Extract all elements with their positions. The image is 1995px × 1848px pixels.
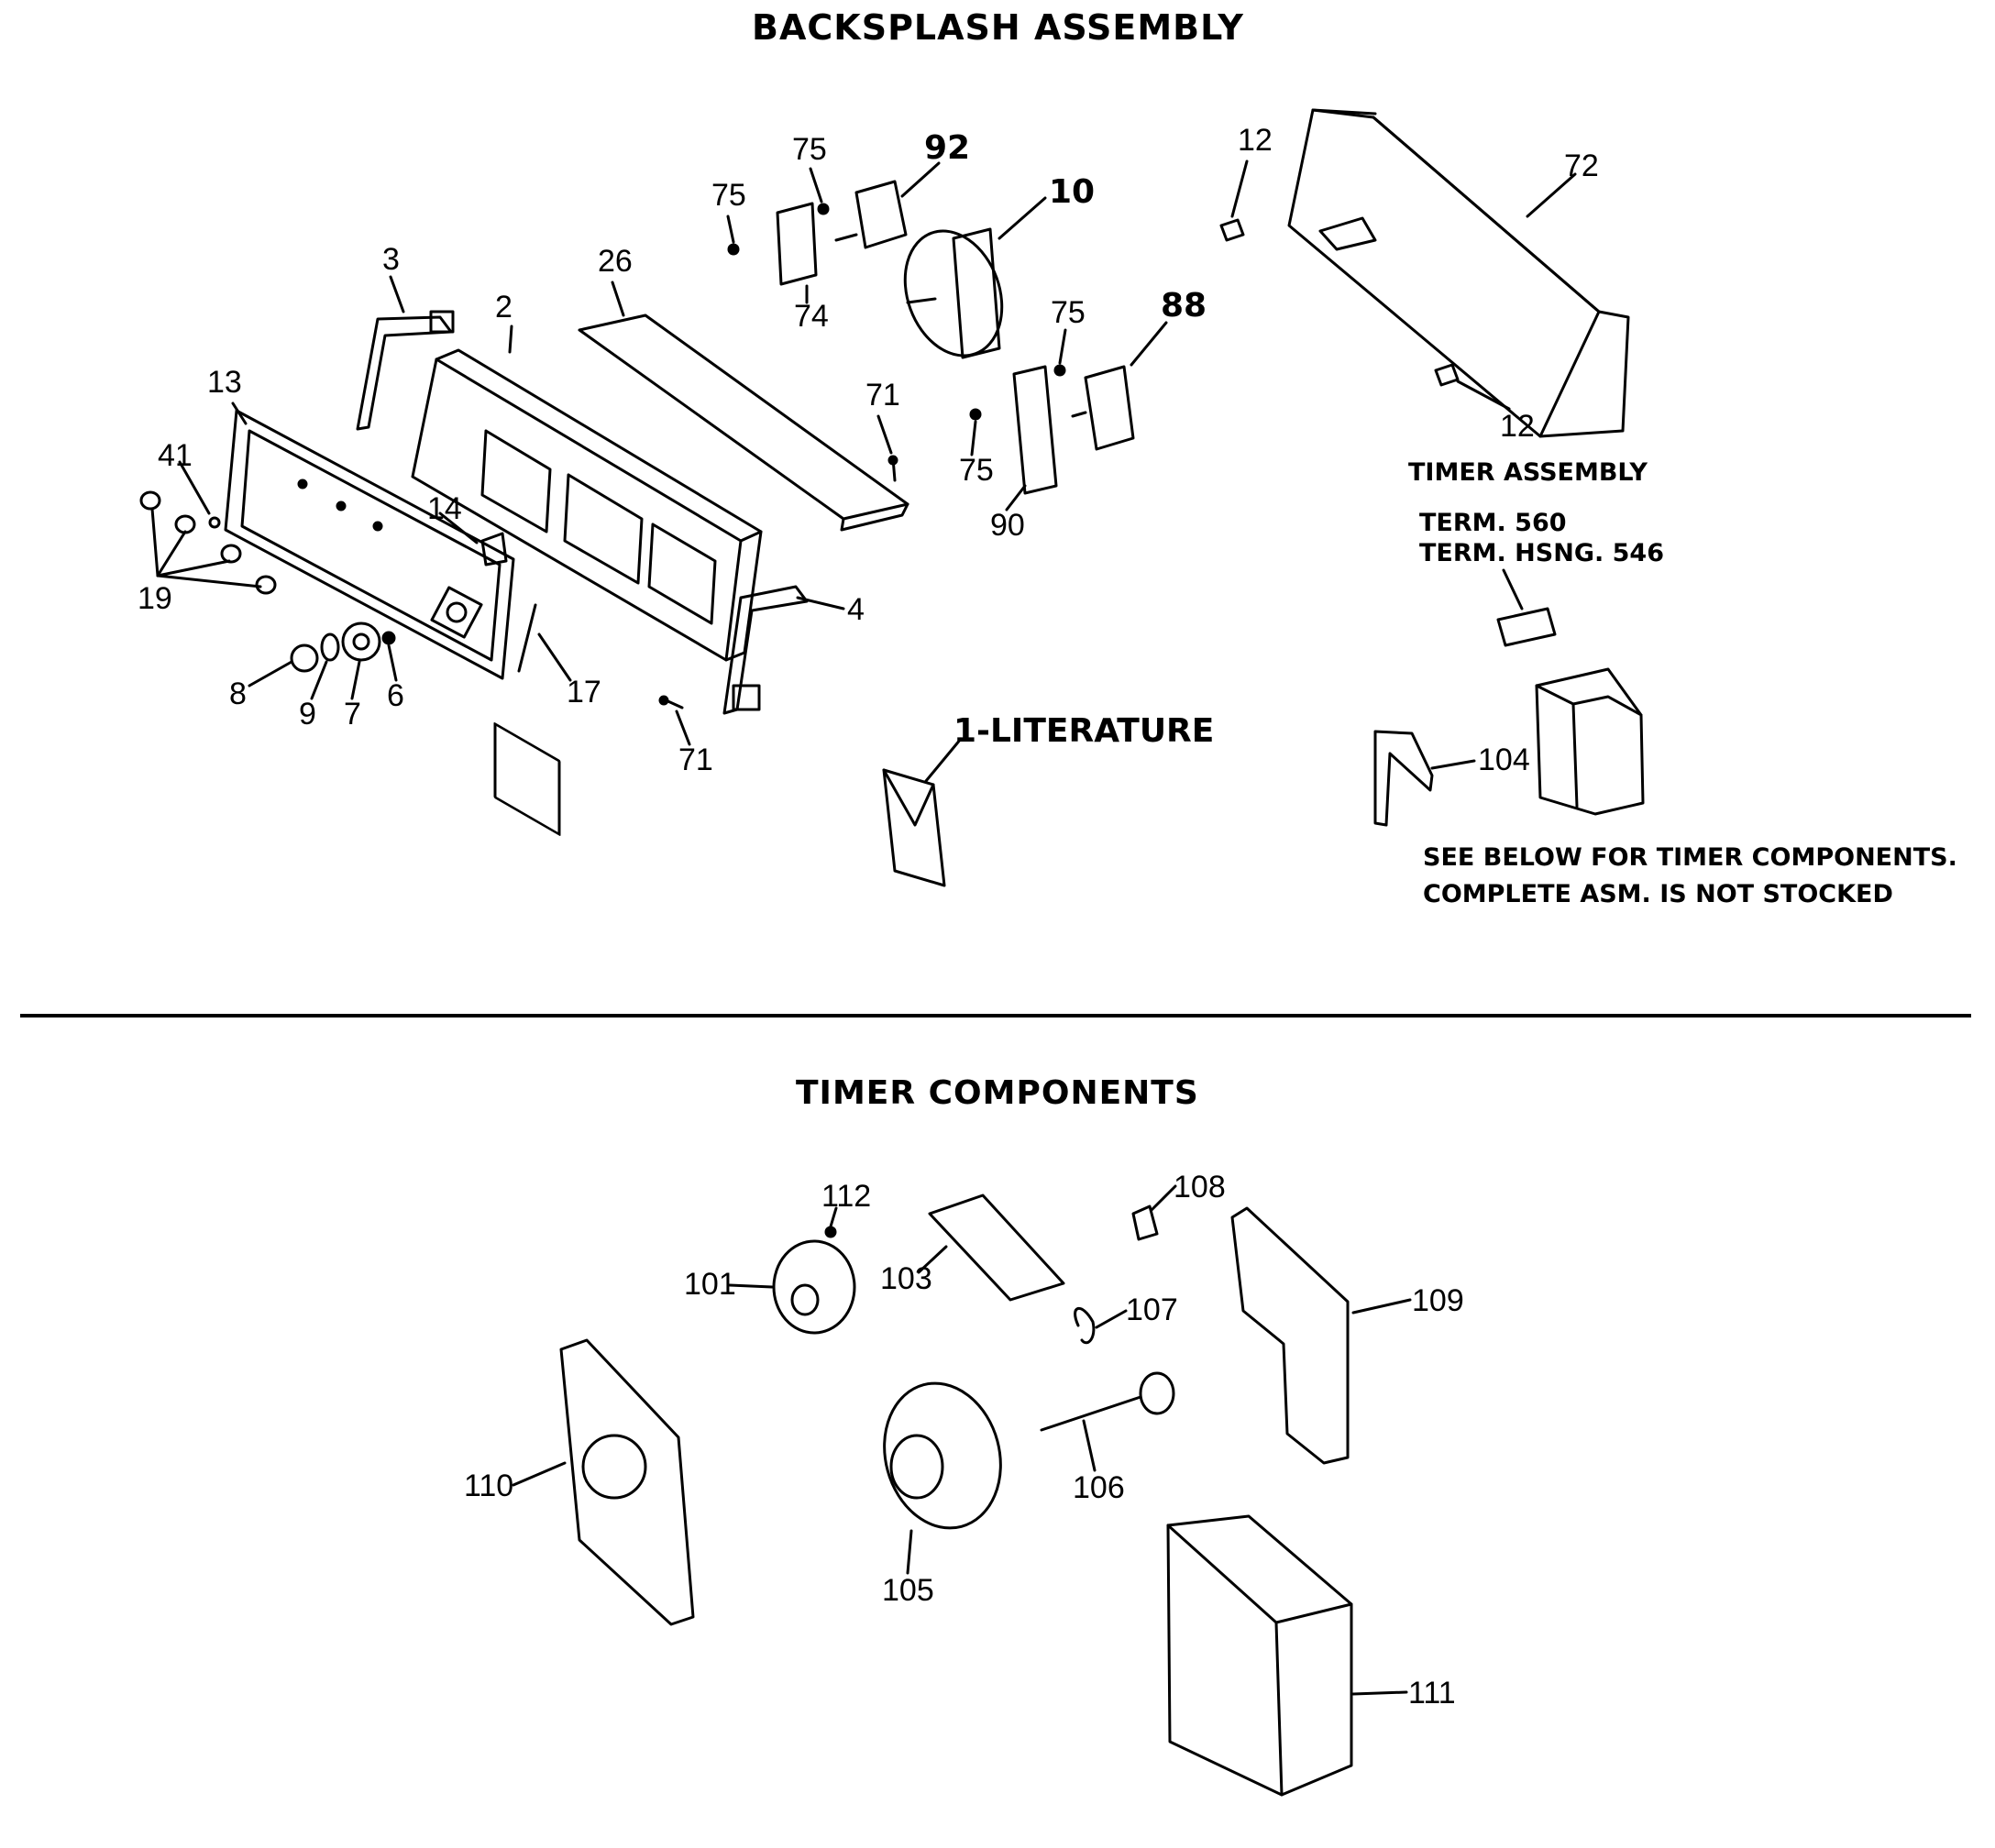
control-panel-part-13 [224, 409, 515, 680]
part-label-26: 26 [598, 244, 633, 279]
part-label-108: 108 [1174, 1170, 1226, 1204]
screw-part-71-top [887, 455, 898, 482]
part-label-101: 101 [684, 1267, 736, 1302]
plate-part-90 [1012, 365, 1058, 495]
terminal-housing-546 [1496, 607, 1557, 647]
part-label-74: 74 [794, 299, 829, 334]
switch-part-88 [1071, 365, 1135, 451]
screw-part-112 [824, 1226, 837, 1238]
term-housing-note: TERM. HSNG. 546 [1419, 539, 1664, 567]
see-below-note: SEE BELOW FOR TIMER COMPONENTS. [1423, 843, 1957, 872]
part-label-19: 19 [138, 581, 172, 616]
clip-part-12-top [1219, 218, 1245, 242]
timer-motor-part-101 [772, 1239, 856, 1335]
rod-part-17 [517, 603, 537, 673]
section-divider [20, 1014, 1971, 1018]
end-bracket-part-3 [356, 310, 455, 431]
part-label-14: 14 [427, 491, 462, 526]
part-label-12-top: 12 [1238, 123, 1273, 158]
end-bracket-part-4 [722, 585, 809, 715]
part-label-6: 6 [387, 678, 404, 713]
part-label-75-lower: 75 [959, 453, 994, 488]
trim-strip-part-26 [578, 314, 909, 532]
part-label-7: 7 [344, 697, 361, 732]
part-label-92: 92 [924, 129, 971, 167]
part-label-41: 41 [158, 438, 193, 473]
part-label-10: 10 [1049, 173, 1096, 211]
part-label-107: 107 [1126, 1292, 1178, 1327]
plate-part-109 [1230, 1206, 1350, 1465]
part-label-75-mid: 75 [1051, 295, 1086, 330]
part-label-4: 4 [847, 592, 865, 627]
part-label-72: 72 [1564, 148, 1599, 183]
term-note: TERM. 560 [1419, 509, 1567, 537]
part-label-105: 105 [882, 1573, 934, 1608]
knob-parts-19-41 [139, 490, 277, 595]
cover-part-111 [1166, 1514, 1353, 1797]
terminal-block-part-103 [928, 1194, 1065, 1302]
bracket-part-74 [776, 202, 818, 286]
part-label-2: 2 [495, 290, 513, 324]
switch-part-92 [834, 180, 908, 249]
spring-part-9 [320, 632, 340, 662]
frame-part-110 [559, 1338, 695, 1626]
not-stocked-note: COMPLETE ASM. IS NOT STOCKED [1423, 880, 1893, 908]
literature-envelope [882, 768, 946, 887]
backsplash-panel-part-72 [1287, 108, 1630, 438]
part-label-112: 112 [821, 1179, 872, 1214]
part-label-75-upper: 75 [792, 132, 827, 167]
screw-part-75-lower [969, 408, 982, 421]
part-label-109: 109 [1412, 1283, 1464, 1318]
timer-spacer-part-104 [1373, 730, 1434, 827]
clip-part-6 [381, 631, 396, 645]
timer-assembly-label: TIMER ASSEMBLY [1408, 458, 1648, 487]
part-label-106: 106 [1073, 1470, 1125, 1505]
backsplash-assembly-title: BACKSPLASH ASSEMBLY [752, 7, 1244, 48]
clip-part-12-bottom [1434, 363, 1460, 387]
part-label-71-bottom: 71 [678, 742, 713, 777]
part-label-8: 8 [229, 676, 247, 711]
literature-label: 1-LITERATURE [953, 712, 1215, 750]
part-label-3: 3 [382, 242, 400, 277]
part-label-110: 110 [464, 1468, 514, 1503]
part-label-71-top: 71 [865, 378, 900, 412]
shaft-part-106 [1040, 1371, 1175, 1432]
spring-part-107 [1074, 1307, 1096, 1345]
screw-part-75-mid [1053, 364, 1066, 377]
part-label-13: 13 [207, 365, 242, 400]
clip-part-14 [480, 532, 508, 566]
timer-assembly-box [1535, 667, 1645, 816]
clip-part-108 [1131, 1204, 1159, 1241]
part-label-9: 9 [299, 697, 316, 732]
switch-part-10 [903, 227, 1004, 359]
screw-part-75-left [727, 243, 740, 256]
screw-part-75-upper [817, 203, 830, 215]
knob-part-8 [290, 644, 319, 673]
dial-part-7 [341, 622, 381, 662]
screw-part-71-bottom [658, 695, 684, 710]
timer-components-title: TIMER COMPONENTS [796, 1074, 1199, 1112]
cam-part-105 [883, 1381, 1002, 1530]
part-label-104: 104 [1478, 742, 1530, 777]
part-label-75-left: 75 [711, 178, 746, 213]
part-label-17: 17 [567, 675, 601, 710]
part-label-111: 111 [1408, 1676, 1456, 1710]
part-label-88: 88 [1161, 287, 1207, 324]
part-label-90: 90 [990, 508, 1025, 543]
